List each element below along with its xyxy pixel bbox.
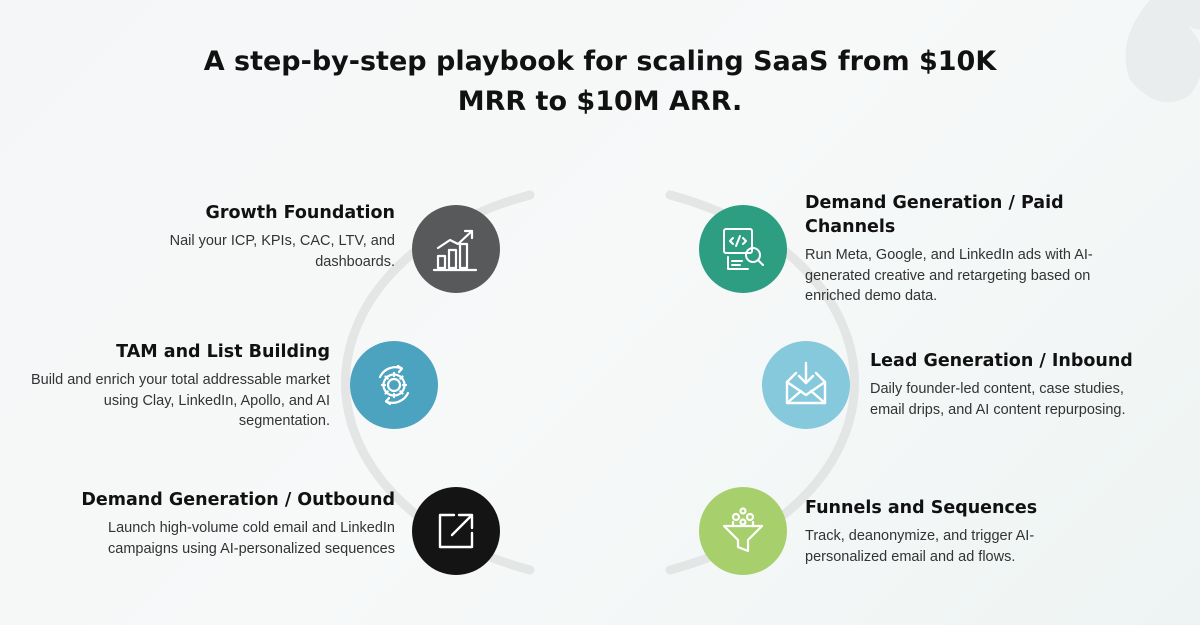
external-link-icon xyxy=(412,487,500,575)
funnel-icon xyxy=(699,487,787,575)
step-demand-gen-paid: Demand Generation / Paid Channels Run Me… xyxy=(805,191,1145,307)
step-heading: TAM and List Building xyxy=(116,342,330,362)
step-heading: Growth Foundation xyxy=(205,203,395,223)
step-funnels-sequences: Funnels and Sequences Track, deanonymize… xyxy=(805,496,1050,567)
step-description: Build and enrich your total addressable … xyxy=(30,372,330,429)
step-heading: Funnels and Sequences xyxy=(805,498,1038,518)
step-growth-foundation: Growth Foundation Nail your ICP, KPIs, C… xyxy=(100,201,395,272)
step-description: Nail your ICP, KPIs, CAC, LTV, and dashb… xyxy=(169,233,395,270)
step-demand-gen-outbound: Demand Generation / Outbound Launch high… xyxy=(80,488,395,559)
step-heading: Lead Generation / Inbound xyxy=(870,351,1133,371)
code-document-search-icon xyxy=(699,205,787,293)
step-description: Run Meta, Google, and LinkedIn ads with … xyxy=(805,247,1093,304)
growth-chart-icon xyxy=(412,205,500,293)
gear-cycle-icon xyxy=(350,341,438,429)
page-title: A step-by-step playbook for scaling SaaS… xyxy=(203,46,997,117)
step-heading: Demand Generation / Paid Channels xyxy=(805,193,1064,237)
step-tam-list-building: TAM and List Building Build and enrich y… xyxy=(30,340,330,432)
step-heading: Demand Generation / Outbound xyxy=(81,490,395,510)
step-description: Track, deanonymize, and trigger AI-perso… xyxy=(805,528,1035,565)
step-lead-gen-inbound: Lead Generation / Inbound Daily founder-… xyxy=(870,349,1160,420)
step-description: Launch high-volume cold email and Linked… xyxy=(108,520,395,557)
inbox-download-icon xyxy=(762,341,850,429)
step-description: Daily founder-led content, case studies,… xyxy=(870,381,1126,418)
